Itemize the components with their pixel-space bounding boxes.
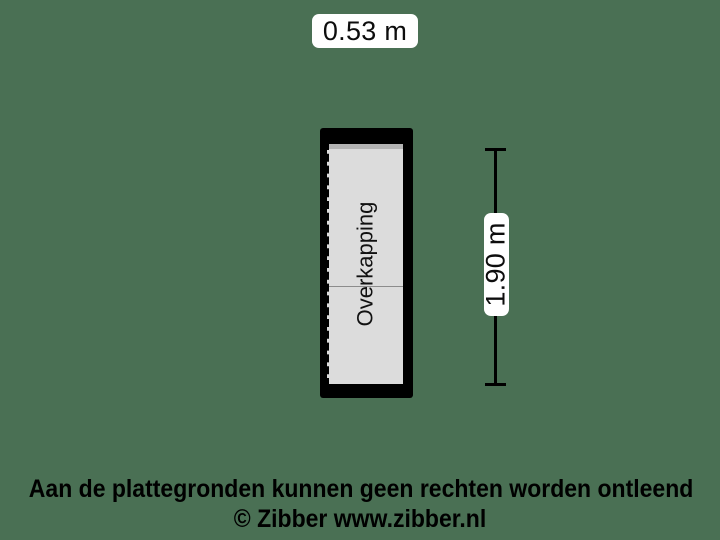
dimension-cap-bottom — [485, 383, 506, 386]
open-side-dashed-edge — [325, 142, 329, 386]
footer-line-1: Aan de plattegronden kunnen geen rechten… — [28, 475, 694, 503]
room-name-text: Overkapping — [352, 201, 377, 327]
footer-disclaimer: Aan de plattegronden kunnen geen rechten… — [28, 475, 694, 534]
dimension-label-right-text: 1.90 m — [481, 222, 511, 307]
floorplan-room: Overkapping — [320, 128, 413, 398]
dimension-label-top-text: 0.53 m — [322, 15, 408, 46]
footer-line-2: © Zibber www.zibber.nl — [233, 504, 487, 533]
interior-divider-line — [327, 286, 403, 287]
interior-top-strip — [327, 144, 403, 149]
room-name-label: Overkapping — [327, 144, 403, 384]
dimension-cap-top — [485, 148, 506, 151]
room-interior: Overkapping — [327, 144, 403, 384]
dimension-label-top: 0.53 m — [312, 14, 418, 48]
dimension-label-right: 1.90 m — [481, 213, 511, 316]
